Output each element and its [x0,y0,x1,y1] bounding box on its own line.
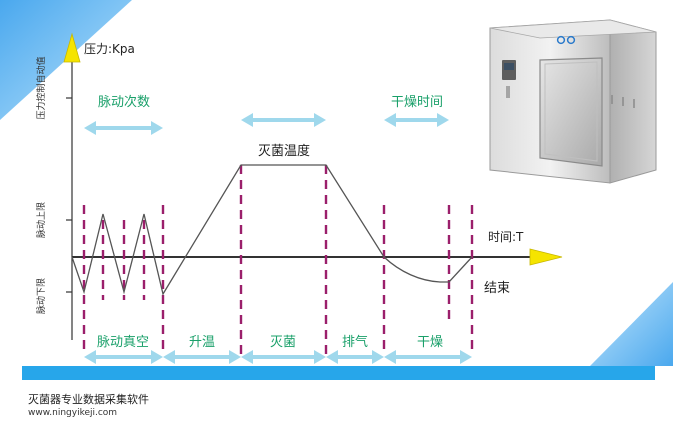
y-axis-label: 压力:Kpa [84,42,135,56]
y-axis-arrow [63,32,81,63]
interval-label-pulse-count: 脉动次数 [98,94,150,110]
phase-arrow-heads [84,350,472,364]
bottom-bar [22,366,655,380]
sterilizer-illustration [489,19,657,184]
y-tick-label-lower: 脉动下限 [35,278,47,314]
corner-decoration-bottom-right [590,282,673,366]
footer-title: 灭菌器专业数据采集软件 [28,393,149,406]
phase-label-dry: 干燥 [417,335,443,350]
end-label: 结束 [484,281,510,296]
x-axis-label: 时间:T [488,230,524,244]
pressure-curve [71,164,473,296]
phase-label-sterilize: 灭菌 [270,335,296,350]
top-interval-sterilize-temp: 灭菌温度 [241,113,326,159]
footer-url: www.ningyikeji.com [28,408,118,418]
top-interval-dry-time: 干燥时间 [384,95,449,127]
phase-label-exhaust: 排气 [342,334,368,350]
y-tick-label-upper: 脉动上限 [35,202,47,238]
phase-label-heat-up: 升温 [189,335,215,350]
interval-label-sterilize-temp: 灭菌温度 [258,143,310,159]
y-tick-label-auto: 压力控制自动值 [35,56,47,119]
top-interval-pulse-count: 脉动次数 [84,94,163,135]
phase-label-pulse-vacuum: 脉动真空 [97,335,149,350]
phase-boundaries [82,165,474,355]
interval-label-dry-time: 干燥时间 [391,95,443,110]
x-axis-arrow [529,248,563,266]
